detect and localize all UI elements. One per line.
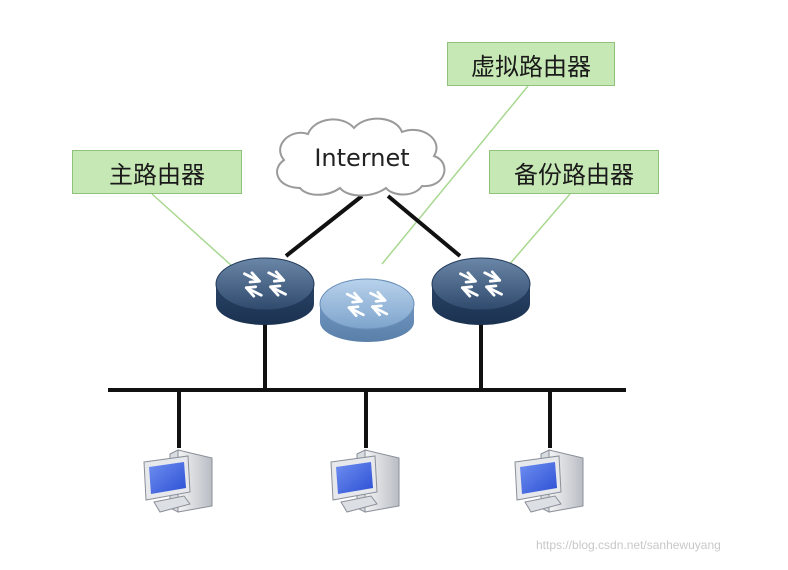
router-icon xyxy=(215,257,315,325)
virtual-router xyxy=(319,278,415,342)
virtual-router-label: 虚拟路由器 xyxy=(447,42,615,86)
leader-lines xyxy=(151,85,571,267)
main-router-label: 主路由器 xyxy=(72,150,242,194)
backup-router-label: 备份路由器 xyxy=(489,150,659,194)
main-router xyxy=(215,257,315,325)
pc-icon xyxy=(143,449,213,513)
leader-line-backup xyxy=(507,193,571,267)
cloud-label: Internet xyxy=(314,144,409,172)
pc-2 xyxy=(330,449,400,513)
link-main-internet xyxy=(284,194,364,258)
pc-icon xyxy=(514,449,584,513)
lan-segment xyxy=(108,318,626,448)
pc-1 xyxy=(143,449,213,513)
watermark: https://blog.csdn.net/sanhewuyang xyxy=(536,538,721,552)
leader-line-virtual xyxy=(381,85,529,265)
leader-line-main xyxy=(151,193,233,267)
internet-links xyxy=(284,194,462,258)
router-icon xyxy=(431,257,531,325)
pc-icon xyxy=(330,449,400,513)
pc-3 xyxy=(514,449,584,513)
link-backup-internet xyxy=(386,194,462,258)
cloud-icon: Internet xyxy=(276,117,446,197)
virtual-router-icon xyxy=(319,278,415,342)
backup-router xyxy=(431,257,531,325)
